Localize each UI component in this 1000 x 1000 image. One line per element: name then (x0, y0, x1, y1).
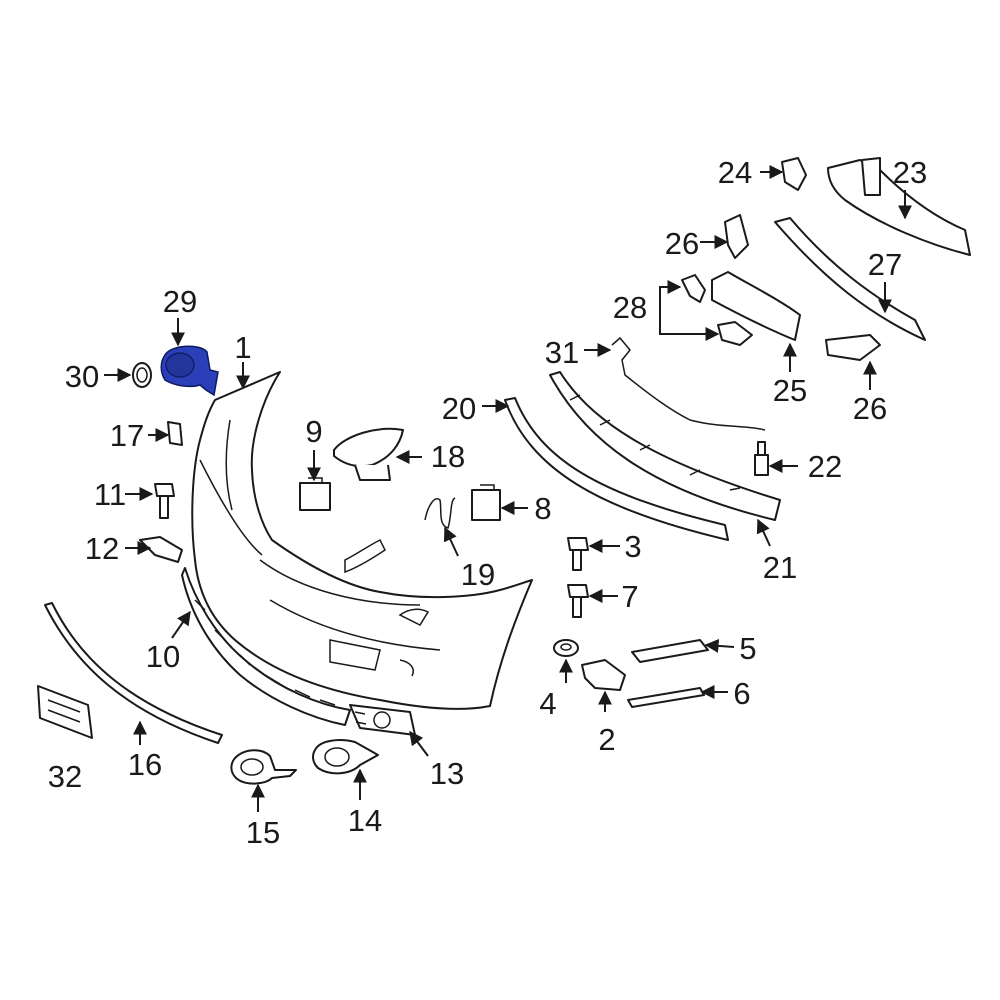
callout-10: 10 (146, 639, 180, 674)
callout-24: 24 (718, 155, 752, 190)
part-16-trim-strip[interactable] (44, 602, 223, 744)
part-1-bumper-cover[interactable] (191, 371, 533, 710)
part-29-parking-sensor[interactable] (160, 345, 219, 397)
part-10-lower-grille[interactable] (181, 567, 351, 726)
callout-5: 5 (739, 631, 756, 666)
callout-9: 9 (305, 414, 322, 449)
part-22-push-clip[interactable] (754, 441, 769, 476)
callout-4: 4 (539, 686, 556, 721)
callout-20: 20 (442, 391, 476, 426)
part-9-clip[interactable] (299, 477, 331, 511)
part-25-absorber[interactable] (711, 271, 801, 341)
callout-17: 17 (110, 418, 144, 453)
part-26-bracket-upper[interactable] (724, 214, 749, 259)
callout-27: 27 (868, 247, 902, 282)
callout-26-upper: 26 (665, 226, 699, 261)
callout-1: 1 (234, 330, 251, 365)
callout-labels: 1 2 3 4 5 6 7 8 9 10 11 12 13 14 15 16 1… (48, 155, 927, 850)
callout-25: 25 (773, 373, 807, 408)
callout-29: 29 (163, 284, 197, 319)
callout-3: 3 (624, 529, 641, 564)
part-24-bracket[interactable] (781, 157, 807, 191)
part-2-bracket[interactable] (581, 659, 626, 691)
callout-12: 12 (85, 531, 119, 566)
callout-22: 22 (808, 449, 842, 484)
part-17-clip[interactable] (167, 421, 183, 446)
part-12-bracket[interactable] (139, 536, 183, 563)
callout-21: 21 (763, 550, 797, 585)
part-5-strip[interactable] (631, 639, 709, 663)
callout-23: 23 (893, 155, 927, 190)
part-31-wiring-harness[interactable] (611, 336, 766, 431)
callout-6: 6 (733, 676, 750, 711)
callout-18: 18 (431, 439, 465, 474)
part-20-upper-trim[interactable] (504, 397, 729, 541)
callout-8: 8 (534, 491, 551, 526)
callout-7: 7 (621, 579, 638, 614)
leader-arrows (104, 165, 912, 812)
part-26-bracket-lower[interactable] (825, 334, 881, 361)
part-8-clip[interactable] (471, 484, 501, 521)
part-21-impact-bar[interactable] (549, 371, 781, 521)
part-6-strip[interactable] (627, 687, 705, 708)
part-19-wire-clip[interactable] (424, 497, 456, 529)
callout-15: 15 (246, 815, 280, 850)
part-32-plate-bracket[interactable] (37, 685, 93, 739)
part-11-bolt[interactable] (154, 483, 175, 519)
callout-32: 32 (48, 759, 82, 794)
part-13-fog-bracket[interactable] (349, 704, 416, 736)
callout-14: 14 (348, 803, 382, 838)
callout-16: 16 (128, 747, 162, 782)
callout-30: 30 (65, 359, 99, 394)
part-3-bolt[interactable] (567, 537, 589, 571)
part-30-sensor-ring[interactable] (132, 362, 152, 388)
callout-13: 13 (430, 756, 464, 791)
callout-28: 28 (613, 290, 647, 325)
part-7-bolt[interactable] (567, 584, 589, 618)
part-14-fog-cover[interactable] (312, 739, 379, 775)
callout-26-lower: 26 (853, 391, 887, 426)
callout-19: 19 (461, 557, 495, 592)
callout-31: 31 (545, 335, 579, 370)
part-28-guides[interactable] (681, 274, 753, 346)
part-4-nut[interactable] (553, 639, 579, 657)
callout-11: 11 (94, 477, 126, 512)
callout-2: 2 (598, 722, 615, 757)
part-15-fog-ring[interactable] (230, 749, 297, 785)
part-18-tow-cover[interactable] (333, 427, 404, 481)
